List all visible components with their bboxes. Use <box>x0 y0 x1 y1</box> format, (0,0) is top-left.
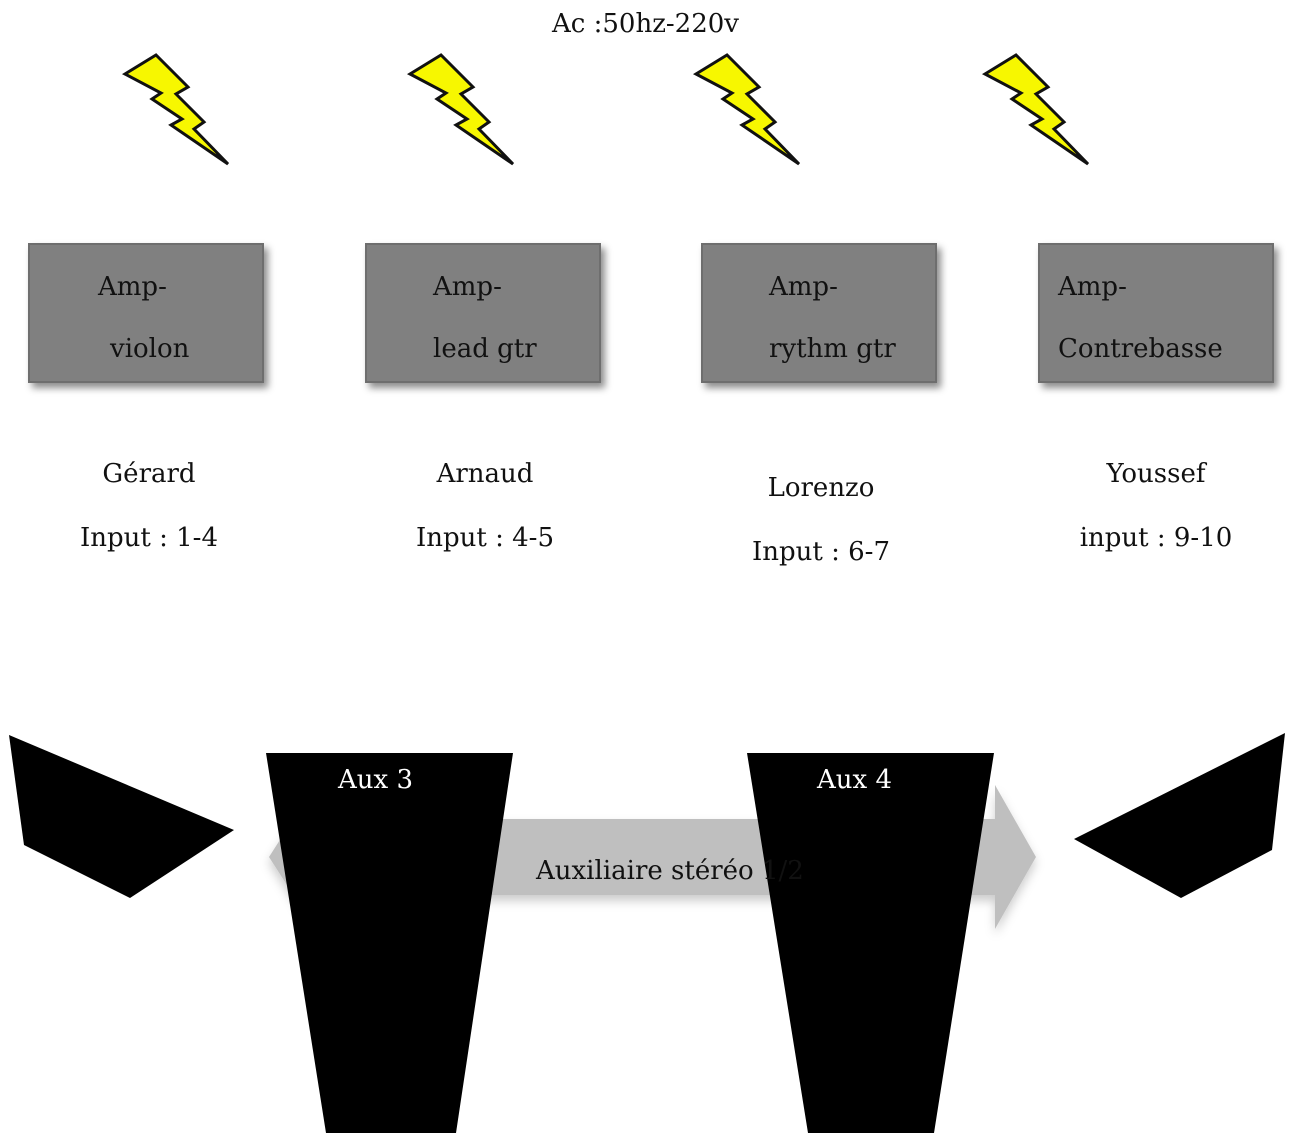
amp-instrument-label: violon <box>110 334 190 364</box>
power-supply-label: Ac :50hz-220v <box>552 9 739 39</box>
amp-lead-gtr-box: Amp- lead gtr <box>365 243 601 383</box>
amp-instrument-label: lead gtr <box>433 334 537 364</box>
input-range: Input : 4-5 <box>415 523 554 553</box>
musician-name: Gérard <box>102 459 196 489</box>
amp-type-label: Amp- <box>433 272 502 302</box>
lightning-bolt-icon <box>981 52 1092 182</box>
musician-lorenzo: Lorenzo Input : 6-7 <box>701 456 941 584</box>
aux-4-label: Aux 4 <box>817 765 892 795</box>
amp-type-label: Amp- <box>769 272 838 302</box>
lightning-bolt-icon <box>692 52 803 182</box>
aux-4-monitor-speaker-icon <box>747 753 994 1133</box>
musician-name: Lorenzo <box>767 473 875 503</box>
musician-youssef: Youssef input : 9-10 <box>1036 442 1276 570</box>
amp-rythm-gtr-box: Amp- rythm gtr <box>701 243 937 383</box>
left-main-speaker-icon <box>9 735 234 898</box>
amp-instrument-label: Contrebasse <box>1058 334 1223 364</box>
amp-instrument-label: rythm gtr <box>769 334 896 364</box>
musician-arnaud: Arnaud Input : 4-5 <box>365 442 605 570</box>
amp-contrebasse-box: Amp- Contrebasse <box>1038 243 1274 383</box>
amp-type-label: Amp- <box>98 272 167 302</box>
aux-3-monitor-speaker-icon <box>266 753 513 1133</box>
right-main-speaker-icon <box>1074 733 1285 898</box>
musician-name: Arnaud <box>436 459 534 489</box>
amp-type-label: Amp- <box>1058 272 1127 302</box>
input-range: Input : 6-7 <box>751 537 890 567</box>
lightning-bolt-icon <box>406 52 517 182</box>
aux-stereo-label: Auxiliaire stéréo 1/2 <box>536 856 804 886</box>
input-range: Input : 1-4 <box>79 523 218 553</box>
input-range: input : 9-10 <box>1079 523 1233 553</box>
aux-3-label: Aux 3 <box>338 765 413 795</box>
amp-violon-box: Amp- violon <box>28 243 264 383</box>
musician-name: Youssef <box>1106 459 1206 489</box>
musician-gerard: Gérard Input : 1-4 <box>29 442 269 570</box>
lightning-bolt-icon <box>121 52 232 182</box>
